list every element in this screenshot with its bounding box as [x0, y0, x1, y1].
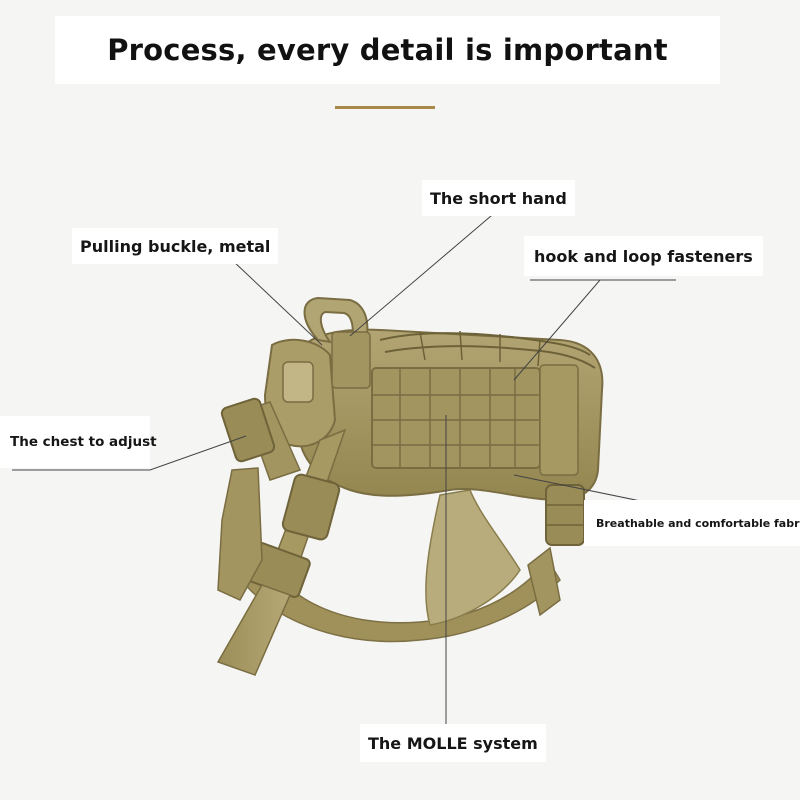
molle-webbing [372, 368, 540, 468]
page-title: Process, every detail is important [107, 33, 668, 67]
line-short-hand [349, 209, 500, 337]
line-buckle [72, 259, 323, 346]
right-buckle [545, 484, 585, 546]
chest-buckle [220, 397, 276, 463]
mesh-panel [425, 489, 521, 626]
title-accent-underline [335, 106, 435, 109]
callout-fabric: Breathable and comfortable fabric [584, 500, 800, 546]
callout-short-hand: The short hand [422, 180, 575, 216]
left-leg-strap [217, 467, 263, 601]
callout-molle: The MOLLE system [360, 724, 546, 762]
callout-chest-adjust: The chest to adjust [0, 416, 157, 468]
line-chest [12, 435, 247, 471]
callout-hook-loop: hook and loop fasteners [524, 236, 763, 276]
right-side-strap [539, 364, 579, 476]
title-banner: Process, every detail is important [55, 16, 720, 84]
callout-pulling-buckle: Pulling buckle, metal [72, 228, 279, 264]
loose-strap-end [216, 584, 292, 676]
bungee-cords [379, 332, 591, 356]
pouch-patch [282, 361, 314, 403]
line-hook [513, 279, 676, 381]
handle-base [331, 331, 371, 389]
front-buckle [281, 473, 341, 541]
